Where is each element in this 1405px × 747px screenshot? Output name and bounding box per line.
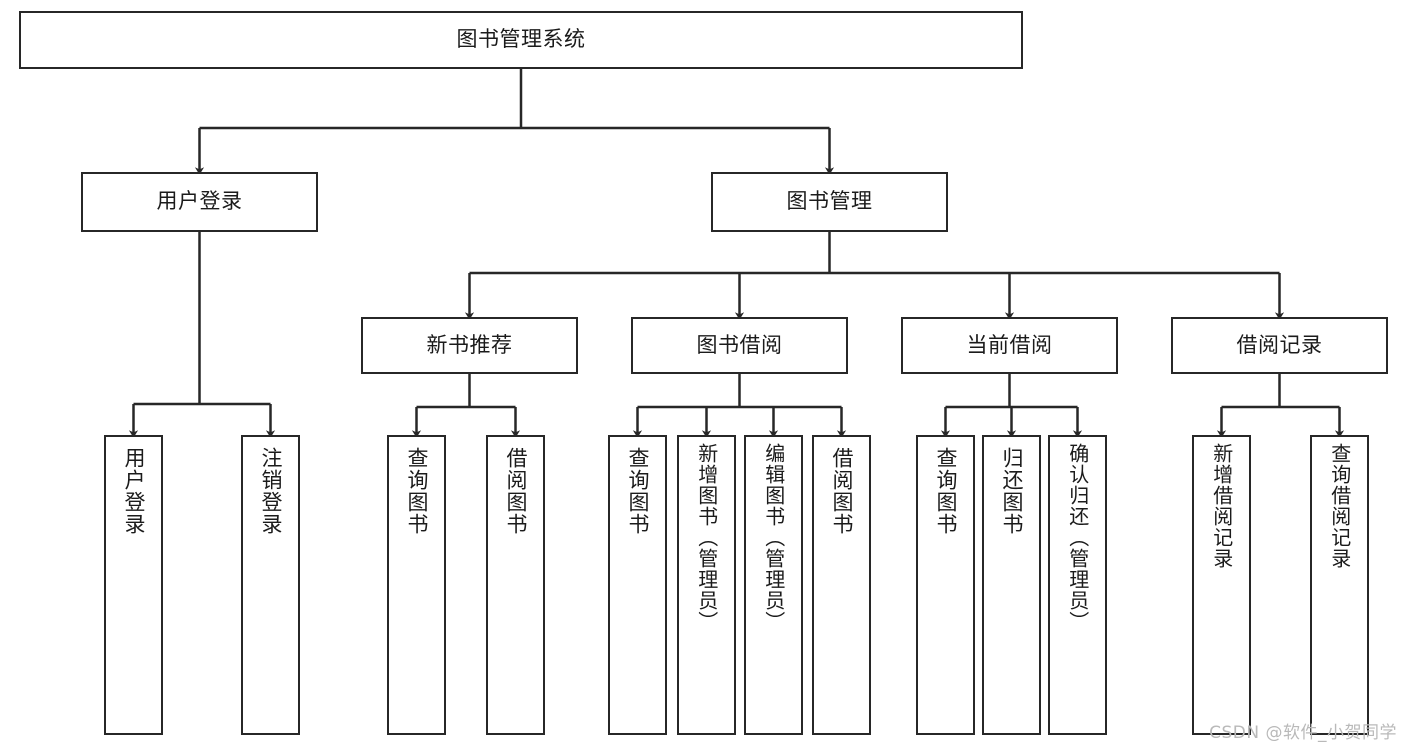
- node-label: 新增借阅记录: [1209, 443, 1234, 569]
- node-label: 图书管理: [786, 189, 873, 214]
- node-label: 确认归还（管理员）: [1065, 443, 1090, 632]
- node-label: 新增图书（管理员）: [694, 443, 719, 632]
- node-borrow-record[interactable]: 借阅记录: [1171, 317, 1388, 374]
- node-label: 用户登录: [156, 189, 243, 214]
- node-leaf-query-book-3[interactable]: 查询图书: [916, 435, 975, 735]
- node-leaf-edit-book[interactable]: 编辑图书（管理员）: [744, 435, 803, 735]
- node-label: 注销登录: [258, 447, 283, 535]
- node-book-borrow[interactable]: 图书借阅: [631, 317, 848, 374]
- node-label: 编辑图书（管理员）: [761, 443, 786, 632]
- node-label: 借阅图书: [503, 447, 528, 535]
- node-leaf-borrow-book-2[interactable]: 借阅图书: [812, 435, 871, 735]
- node-leaf-add-record[interactable]: 新增借阅记录: [1192, 435, 1251, 735]
- node-label: 图书管理系统: [456, 27, 586, 52]
- node-leaf-confirm-return[interactable]: 确认归还（管理员）: [1048, 435, 1107, 735]
- node-current-borrow[interactable]: 当前借阅: [901, 317, 1118, 374]
- node-label: 借阅图书: [829, 447, 854, 535]
- node-new-book-rec[interactable]: 新书推荐: [361, 317, 578, 374]
- node-leaf-user-login[interactable]: 用户登录: [104, 435, 163, 735]
- node-leaf-query-book-1[interactable]: 查询图书: [387, 435, 446, 735]
- node-label: 新书推荐: [426, 332, 513, 357]
- node-label: 查询借阅记录: [1327, 443, 1352, 569]
- node-label: 查询图书: [933, 447, 958, 535]
- csdn-watermark: CSDN @软件_小贺同学: [1209, 723, 1397, 743]
- node-label: 归还图书: [999, 447, 1024, 535]
- node-book-manage[interactable]: 图书管理: [711, 172, 948, 232]
- node-label: 查询图书: [625, 447, 650, 535]
- node-label: 查询图书: [404, 447, 429, 535]
- node-label: 图书借阅: [696, 332, 783, 357]
- node-user-login[interactable]: 用户登录: [81, 172, 318, 232]
- node-label: 借阅记录: [1236, 332, 1323, 357]
- node-leaf-query-book-2[interactable]: 查询图书: [608, 435, 667, 735]
- node-leaf-user-logout[interactable]: 注销登录: [241, 435, 300, 735]
- node-leaf-borrow-book-1[interactable]: 借阅图书: [486, 435, 545, 735]
- node-label: 当前借阅: [966, 332, 1053, 357]
- node-root[interactable]: 图书管理系统: [19, 11, 1023, 69]
- node-label: 用户登录: [121, 447, 146, 535]
- node-leaf-return-book[interactable]: 归还图书: [982, 435, 1041, 735]
- node-leaf-query-record[interactable]: 查询借阅记录: [1310, 435, 1369, 735]
- node-leaf-add-book[interactable]: 新增图书（管理员）: [677, 435, 736, 735]
